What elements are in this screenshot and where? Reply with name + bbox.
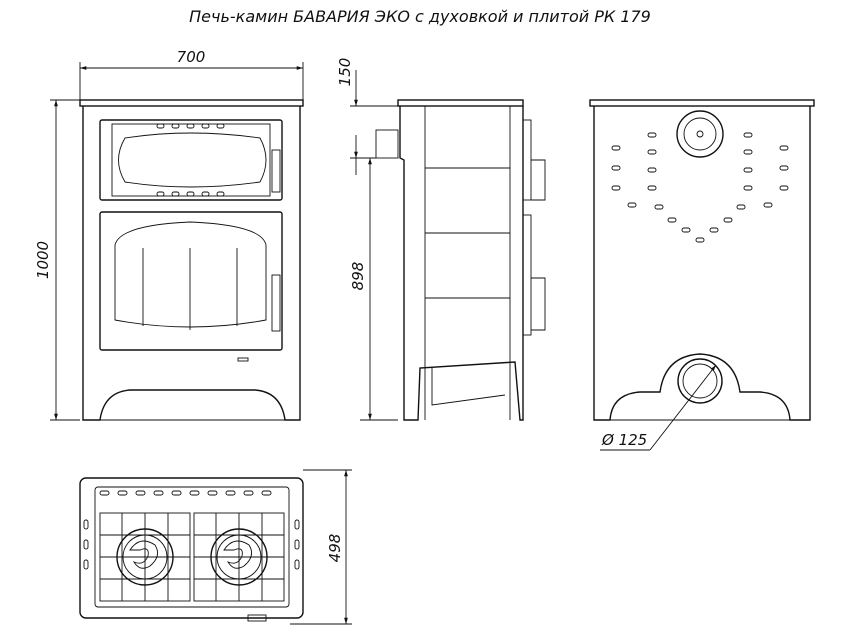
dimension-side: 150 898 [336,58,398,421]
dimension-depth-label: 498 [326,534,344,563]
dimension-flue-label: Ø 125 [601,431,647,449]
dimension-height: 1000 [34,99,80,421]
back-vents [611,132,789,243]
left-burner [116,528,174,586]
front-view [79,99,304,421]
fire-door-handle [271,274,281,332]
dimension-width-label: 700 [177,48,206,66]
drawing-title: Печь-камин БАВАРИЯ ЭКО с духовкой и плит… [189,7,651,26]
right-burner [210,528,268,586]
side-view [375,99,546,421]
upper-door-handle [271,149,281,193]
back-view [589,99,815,421]
dimension-height-label: 1000 [34,241,52,279]
dimension-depth: 498 [290,469,352,625]
upper-door-vents [156,123,225,197]
dimension-top-label: 150 [336,58,354,87]
dimension-flue: Ø 125 [600,364,717,451]
dimension-body-label: 898 [349,262,367,291]
top-view [79,477,304,622]
top-vents [83,490,300,570]
dimension-width: 700 [79,48,304,100]
